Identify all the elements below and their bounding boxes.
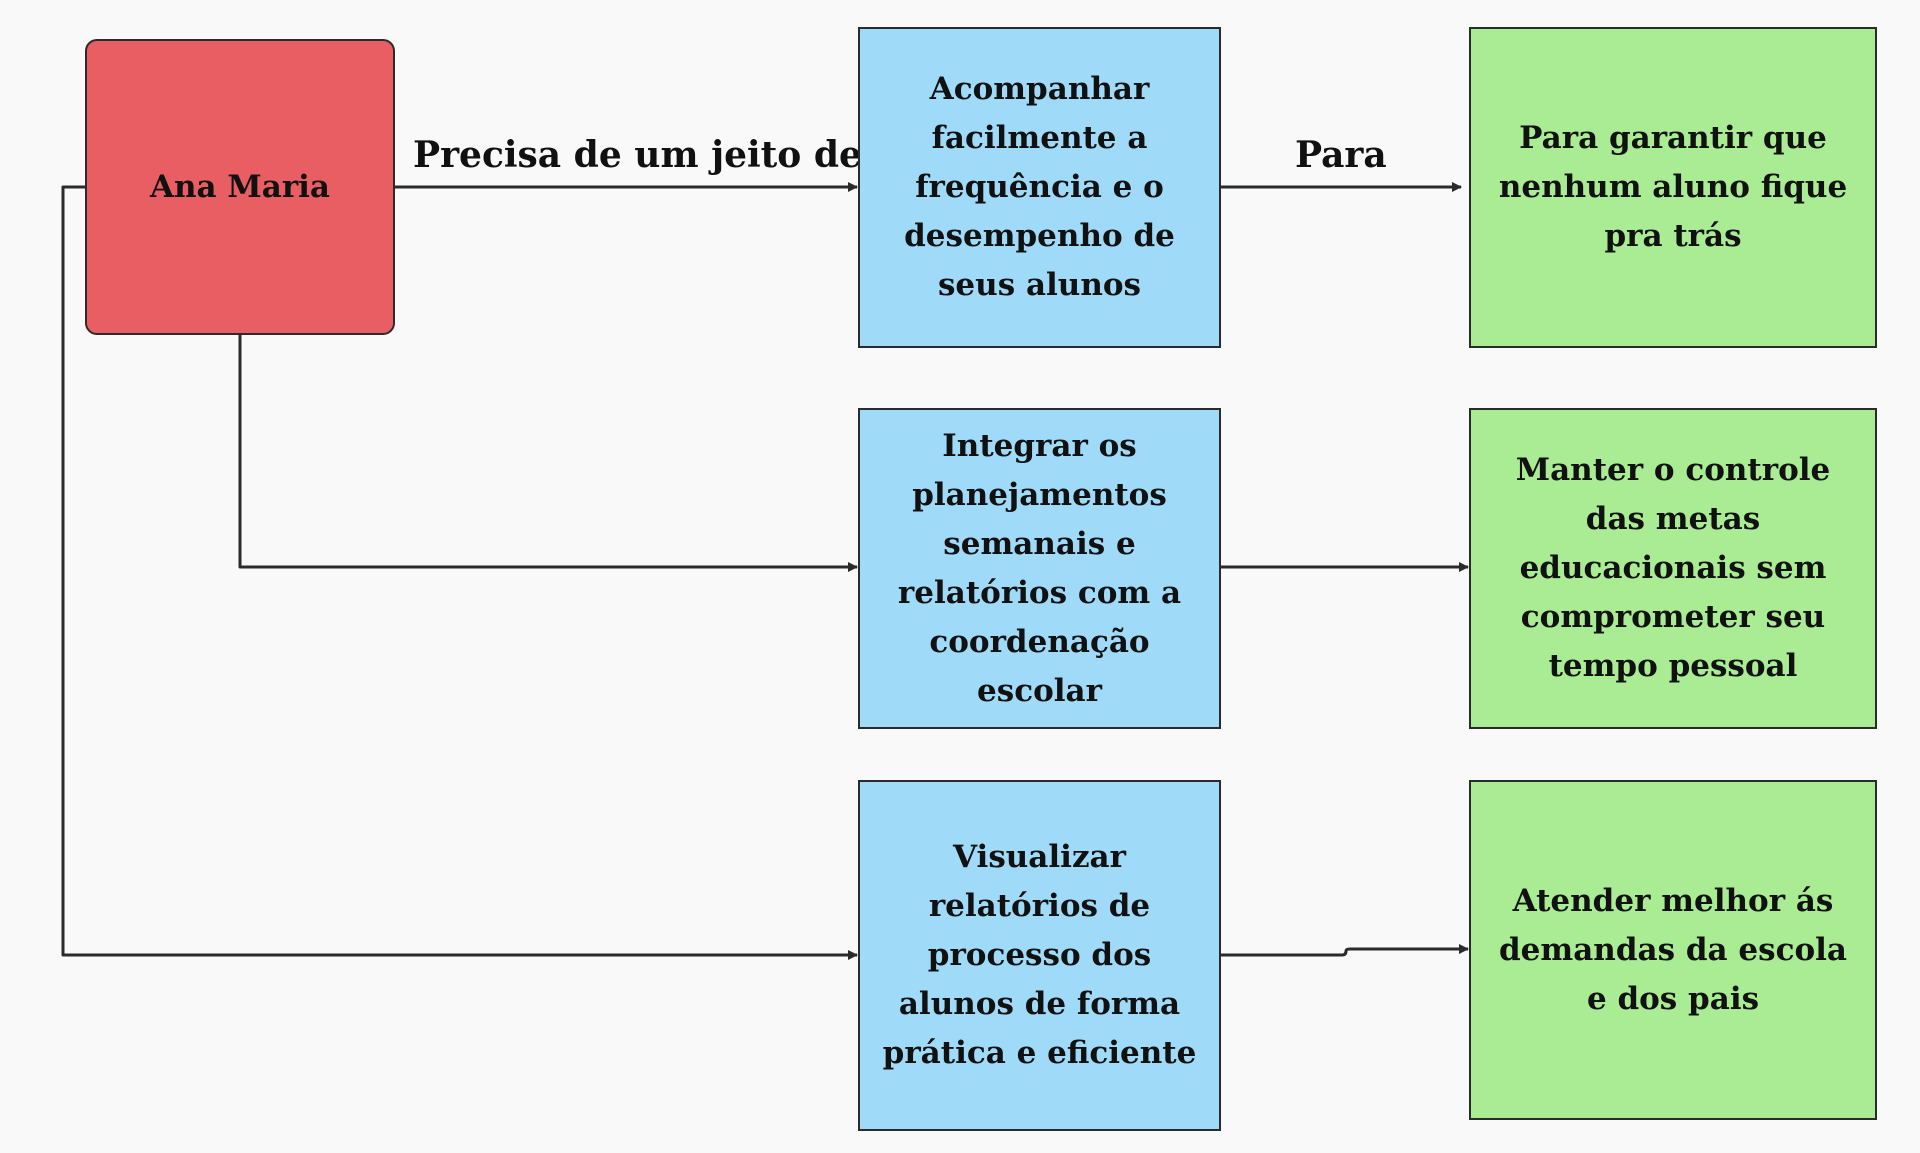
goal-node-2: Manter o controle das metas educacionais… [1469, 408, 1877, 729]
need-text-1: Acompanhar facilmente a frequência e o d… [904, 71, 1175, 303]
goal-node-1: Para garantir que nenhum aluno fique pra… [1469, 27, 1877, 348]
connector-need-3-goal-3 [1221, 944, 1469, 957]
connector-persona-need-2 [238, 335, 858, 572]
need-node-1: Acompanhar facilmente a frequência e o d… [858, 27, 1221, 348]
goal-text-2: Manter o controle das metas educacionais… [1515, 452, 1831, 684]
persona-node: Ana Maria [85, 39, 395, 335]
connector-persona-need-3 [61, 185, 858, 960]
goal-node-3: Atender melhor ás demandas da escola e d… [1469, 780, 1877, 1120]
goal-text-1: Para garantir que nenhum aluno fique pra… [1498, 120, 1848, 254]
goal-text-3: Atender melhor ás demandas da escola e d… [1499, 882, 1847, 1017]
persona-name: Ana Maria [149, 168, 331, 205]
need-node-3: Visualizar relatórios de processo dos al… [858, 780, 1221, 1131]
edge-label-need: Precisa de um jeito de [413, 134, 862, 176]
need-node-2: Integrar os planejamentos semanais e rel… [858, 408, 1221, 729]
edge-label-goal: Para [1295, 134, 1387, 176]
need-text-3: Visualizar relatórios de processo dos al… [882, 839, 1197, 1071]
need-text-2: Integrar os planejamentos semanais e rel… [897, 427, 1182, 709]
